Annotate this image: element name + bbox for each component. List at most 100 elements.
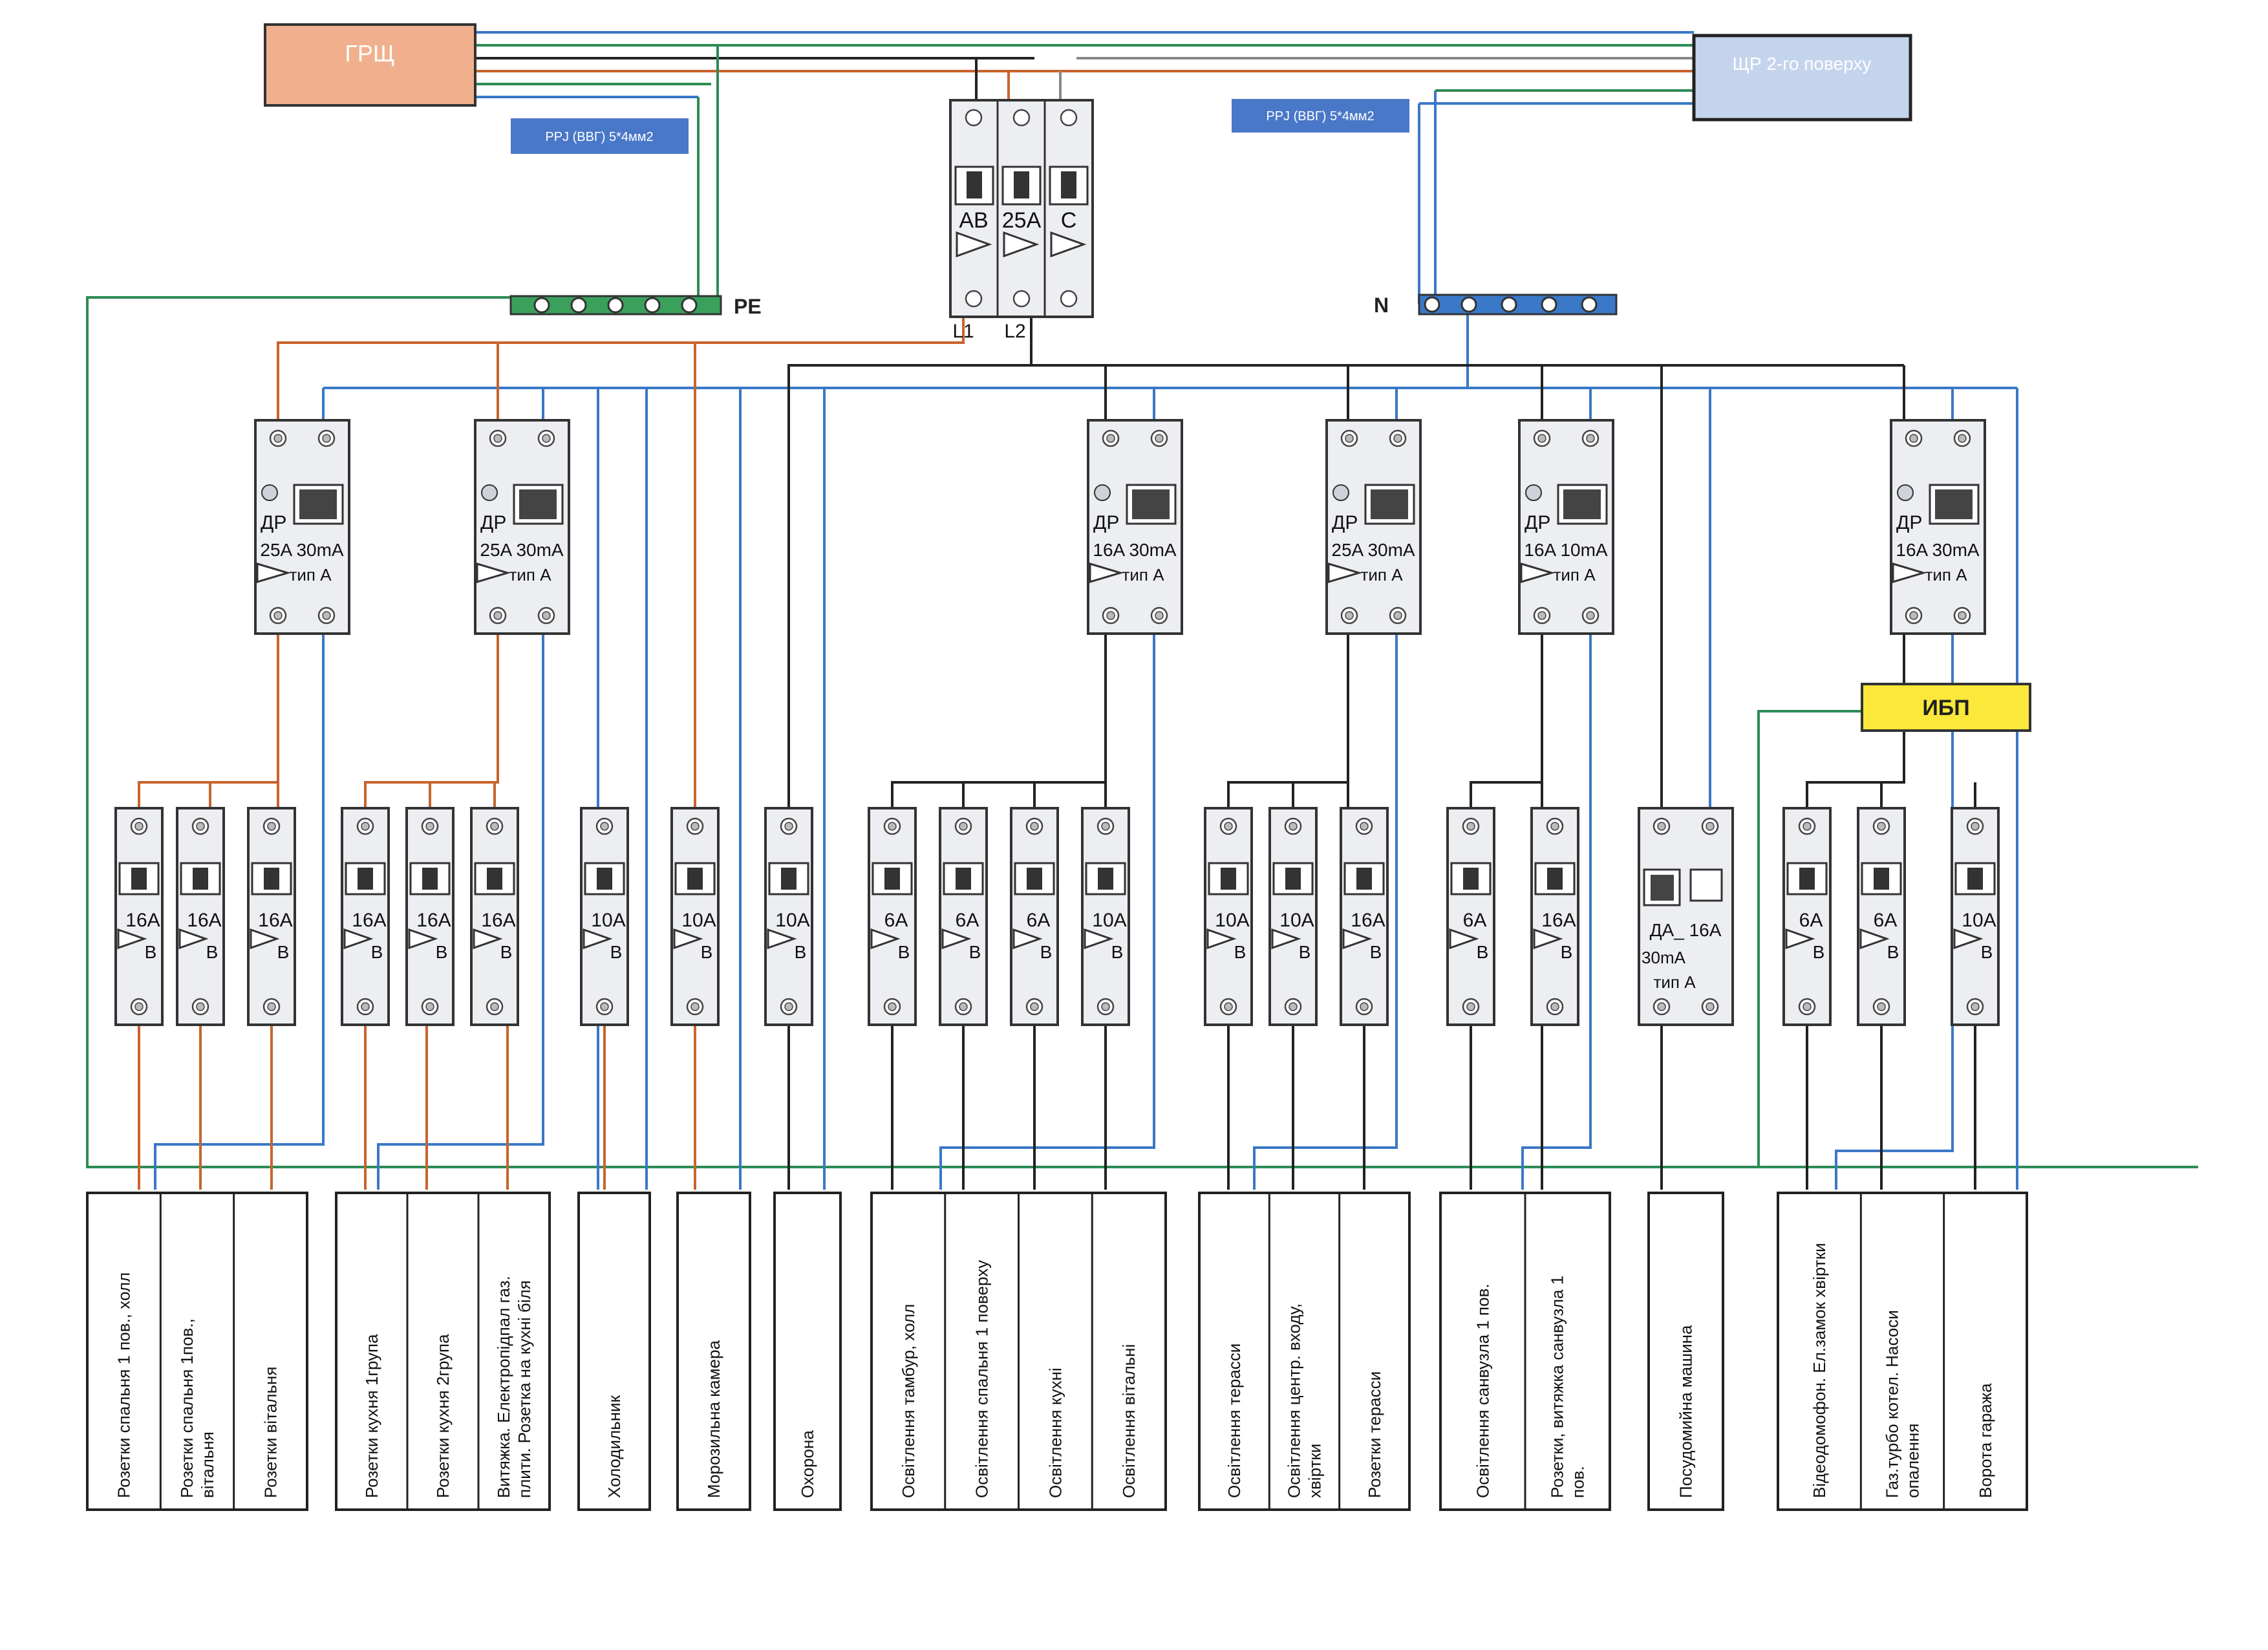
main-switch-label-1: AB — [959, 208, 988, 233]
breaker-curve-label: B — [500, 942, 513, 962]
breaker-device: 16A B — [470, 807, 519, 1026]
feeder-wires — [475, 31, 1694, 304]
load-group: Розетки спальня 1 пов., холл Розетки спал… — [86, 1192, 308, 1511]
breaker-device: 10A B — [1268, 807, 1318, 1026]
breaker-curve-label: B — [371, 942, 383, 962]
breaker-device: 6AB — [868, 807, 917, 1026]
cable-tag-right-label: PPJ (ВВГ) 5*4мм2 — [1266, 109, 1374, 123]
load-group: Освітлення санвузла 1 пов.Розетки, витяж… — [1439, 1192, 1611, 1511]
cable-tag-left-label: PPJ (ВВГ) 5*4мм2 — [545, 130, 653, 144]
load-label: Освітлення терасси — [1225, 1344, 1244, 1498]
breaker-rating-label: 16A — [416, 910, 451, 931]
main-switch — [949, 99, 1094, 318]
load-label: Освітлення центр. входу,хвіртки — [1285, 1303, 1325, 1498]
rcd-rating-label: 25A 30mA — [260, 540, 344, 560]
rcbo-trip-label: 30mA — [1642, 948, 1686, 967]
load-label: Ворота гаража — [1976, 1383, 1995, 1498]
rcbo-rating-label: ДА_ 16A — [1650, 920, 1722, 940]
breaker-device: 10A B — [580, 807, 629, 1026]
load-label: Розетки вітальня — [261, 1367, 280, 1498]
rcd-rating-label: 25A 30mA — [1331, 540, 1415, 560]
breaker-curve-label: B — [145, 942, 157, 962]
breaker-rating-label: 16A — [481, 910, 515, 931]
breaker-curve-label: B — [1299, 942, 1311, 962]
load-label: Освітлення кухні — [1045, 1367, 1065, 1498]
load-label: Розетки спальня 1 пов., холл — [114, 1272, 134, 1498]
rcd-rating-label: 16A 30mA — [1896, 540, 1980, 560]
n-bus-wire — [323, 304, 1469, 389]
breaker-rating-label: 16A — [1541, 910, 1576, 931]
breaker-curve-label: B — [436, 942, 448, 962]
breaker-device: 16A B — [341, 807, 390, 1026]
load-label: Розетки, витяжка санвузла 1пов. — [1548, 1276, 1588, 1498]
l1-wire — [277, 317, 965, 420]
phase-l2-label: L2 — [1004, 321, 1025, 342]
load-group: Освітлення терасси Освітлення центр. вход… — [1198, 1192, 1411, 1511]
breaker-rating-label: 6A — [1463, 910, 1487, 931]
breaker-device: 6AB — [1010, 807, 1059, 1026]
load-group: Охорона — [773, 1192, 842, 1511]
rcd-type-label: ДР — [1093, 512, 1119, 533]
breaker-curve-label: B — [1234, 942, 1246, 962]
rcd-class-label: тип A — [289, 565, 332, 584]
rcd-type-label: ДР — [480, 512, 506, 533]
breaker-curve-label: B — [969, 942, 981, 962]
main-panel-box — [264, 23, 476, 107]
load-label: Розетки кухня 1група — [362, 1334, 381, 1498]
breaker-curve-label: B — [1040, 942, 1053, 962]
breaker-rating-label: 6A — [956, 910, 979, 931]
breaker-device: 6A B — [1446, 807, 1495, 1026]
floor2-panel-box — [1692, 34, 1912, 122]
load-label: Освітлення тамбур, холл — [899, 1304, 918, 1498]
breaker-rating-label: 6A — [884, 910, 908, 931]
load-label: Розетки спальня 1пов.,вітальня — [177, 1318, 217, 1498]
rcd-type-label: ДР — [1896, 512, 1922, 533]
load-label: Розетки терасси — [1365, 1371, 1384, 1498]
load-group: Холодильник — [577, 1192, 651, 1511]
main-panel-label: ГРЩ — [345, 40, 394, 67]
breaker-rating-label: 10A — [1962, 910, 1996, 931]
breaker-rating-label: 10A — [1279, 910, 1314, 931]
breaker-curve-label: B — [277, 942, 290, 962]
l2-wire — [787, 317, 1032, 821]
load-label: Холодильник — [604, 1395, 624, 1498]
breaker-rating-label: 10A — [681, 910, 716, 931]
phase-l1-label: L1 — [952, 321, 974, 342]
breaker-rating-label: 16A — [258, 910, 292, 931]
load-group: Посудомийна машина — [1647, 1192, 1724, 1511]
load-label: Відеодомофон. Ел.замок хвіртки — [1810, 1243, 1829, 1498]
breaker-curve-label: B — [610, 942, 623, 962]
breaker-device: 16A B — [247, 807, 296, 1026]
breaker-device: 16A B — [405, 807, 455, 1026]
breaker-curve-label: B — [1981, 942, 1993, 962]
breaker-curve-label: B — [701, 942, 713, 962]
load-label: Освітлення вітальні — [1119, 1344, 1139, 1498]
breaker-curve-label: B — [1477, 942, 1489, 962]
breaker-curve-label: B — [1370, 942, 1382, 962]
pe-bus-label: PE — [734, 295, 762, 318]
load-label: Морозильна камера — [704, 1340, 723, 1498]
rcd-rating-label: 16A 10mA — [1524, 540, 1608, 560]
breaker-rating-label: 6A — [1799, 910, 1823, 931]
load-label: Витяжка. Електропідпал газ.плити. Розетк… — [494, 1276, 534, 1498]
breaker-rating-label: 10A — [591, 910, 625, 931]
breaker-curve-label: B — [1813, 942, 1825, 962]
breaker-rating-label: 16A — [352, 910, 386, 931]
rcd-type-label: ДР — [1524, 512, 1550, 533]
